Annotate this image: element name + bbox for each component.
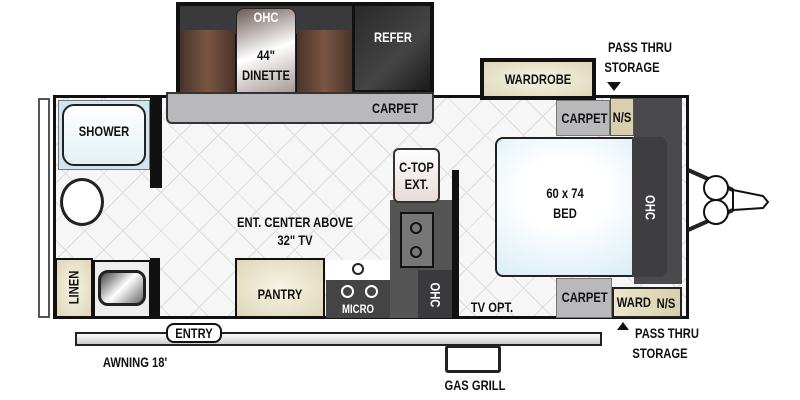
pantry-label: PANTRY bbox=[257, 286, 303, 302]
carpet-bottom bbox=[556, 278, 612, 318]
dinette-label-2: DINETTE bbox=[242, 67, 290, 83]
entry-label: ENTRY bbox=[175, 325, 213, 341]
burner-icon bbox=[352, 263, 364, 275]
gas-grill-label: GAS GRILL bbox=[444, 377, 506, 393]
pass-thru-bottom-2: STORAGE bbox=[632, 345, 688, 361]
carpet-top bbox=[556, 100, 610, 136]
slideout-carpet bbox=[166, 92, 434, 124]
bed-label-2: BED bbox=[553, 205, 577, 221]
gas-grill bbox=[445, 345, 501, 373]
stove-micro bbox=[326, 260, 392, 318]
dinette-table bbox=[236, 8, 296, 108]
kitchen-ohc bbox=[418, 270, 452, 318]
ward-ns-bottom bbox=[612, 287, 682, 318]
shower-label: SHOWER bbox=[78, 123, 130, 139]
dinette-label-1: 44" bbox=[257, 47, 275, 63]
bath-wall bbox=[150, 98, 162, 188]
kitchen-sink bbox=[400, 212, 434, 268]
carpet-bottom-label: CARPET bbox=[561, 289, 608, 305]
wardrobe bbox=[480, 58, 596, 100]
carpet-top-label: CARPET bbox=[561, 110, 608, 126]
pass-thru-top-2: STORAGE bbox=[604, 59, 660, 75]
arrow-up-icon bbox=[617, 322, 629, 330]
bedroom-wall bbox=[452, 170, 459, 318]
sink-drain-icon bbox=[410, 246, 422, 258]
ctop-label-1: C-TOP bbox=[399, 159, 434, 175]
ent-center-label-2: 32" TV bbox=[277, 232, 313, 248]
rear-rail bbox=[38, 98, 50, 318]
burner-icon bbox=[365, 285, 378, 298]
pass-thru-top-1: PASS THRU bbox=[608, 39, 672, 55]
linen-label: LINEN bbox=[65, 270, 82, 305]
awning bbox=[75, 332, 602, 346]
burner-icon bbox=[341, 285, 354, 298]
micro-label: MICRO bbox=[342, 302, 374, 316]
bed-ohc-strip bbox=[632, 137, 667, 277]
toilet bbox=[60, 178, 104, 226]
entry-door[interactable] bbox=[166, 323, 222, 343]
sink-basin bbox=[98, 270, 146, 306]
bath-door-wall bbox=[150, 258, 160, 318]
refrigerator bbox=[355, 6, 430, 90]
ent-center-label-1: ENT. CENTER ABOVE bbox=[237, 214, 353, 230]
carpet-slide-label: CARPET bbox=[371, 100, 419, 116]
refer-label: REFER bbox=[374, 29, 412, 45]
pantry bbox=[235, 258, 325, 318]
bed-label-1: 60 x 74 bbox=[546, 185, 584, 201]
linen-cabinet bbox=[55, 258, 93, 318]
ohc-kitchen-label: OHC bbox=[427, 282, 444, 308]
sink-drain-icon bbox=[410, 222, 422, 234]
wardrobe-label: WARDROBE bbox=[504, 71, 572, 87]
arrow-down-icon bbox=[607, 82, 621, 91]
ctop-extension bbox=[393, 148, 440, 203]
ward-label: WARD bbox=[616, 294, 652, 310]
ns-bottom-label: N/S bbox=[656, 295, 676, 311]
shower-pan bbox=[62, 104, 146, 166]
ctop-label-2: EXT. bbox=[404, 176, 429, 192]
ns-top bbox=[610, 98, 634, 136]
pass-thru-bottom-1: PASS THRU bbox=[635, 325, 699, 341]
ohc-bed-label: OHC bbox=[642, 195, 659, 220]
ns-top-label: N/S bbox=[612, 109, 632, 125]
ohc-dinette-label: OHC bbox=[253, 9, 279, 25]
tv-opt-label: TV OPT. bbox=[470, 299, 514, 315]
awning-label: AWNING 18' bbox=[102, 354, 168, 370]
hitch-icon bbox=[688, 168, 770, 232]
